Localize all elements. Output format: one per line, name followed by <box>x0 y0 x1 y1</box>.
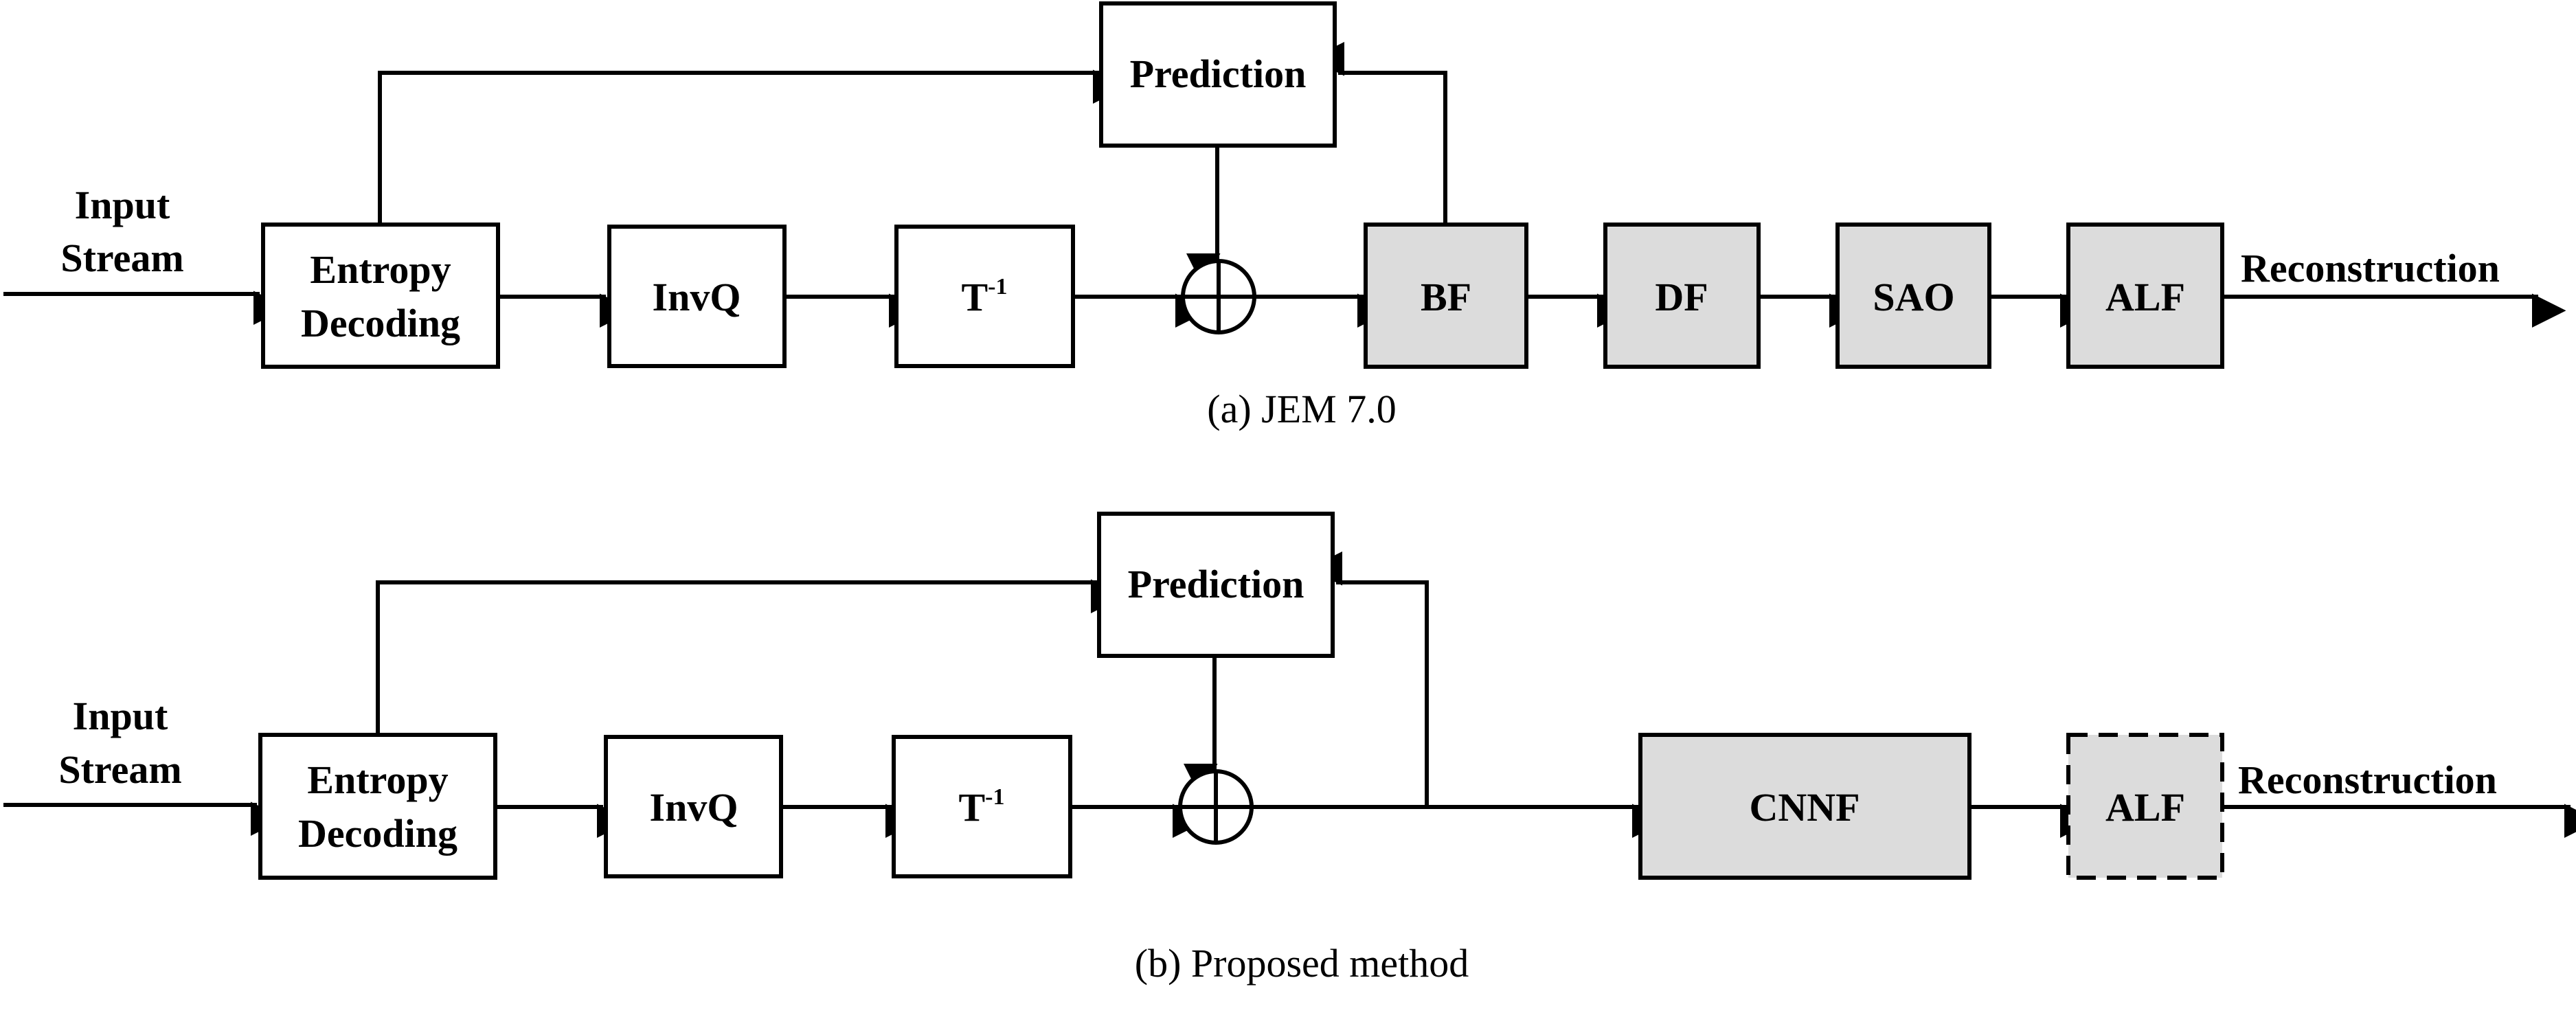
prediction-label-a: Prediction <box>1130 52 1307 96</box>
sao-block-a <box>1835 223 1991 369</box>
arrow-feedback-to-prediction-b <box>1308 551 1429 807</box>
inverse-transform-block-a <box>894 225 1075 368</box>
output-label-b: Reconstruction <box>2238 758 2497 802</box>
diagram-b: Input Stream Entropy Decoding InvQ T-1 P… <box>3 512 2576 986</box>
output-label-a: Reconstruction <box>2241 246 2500 291</box>
invq-label-a: InvQ <box>653 275 741 319</box>
df-block-a <box>1603 223 1761 369</box>
diagram-a: Input Stream Entropy Decoding InvQ T-1 P… <box>3 1 2566 431</box>
alf-label-b: ALF <box>2105 785 2185 830</box>
arrow-entropy-to-prediction-a <box>378 69 1127 225</box>
caption-b: (b) Proposed method <box>1135 941 1469 986</box>
input-label-line2-a: Stream <box>60 236 183 280</box>
entropy-label-line2-b: Decoding <box>298 811 457 856</box>
inverse-transform-label-a: T-1 <box>961 274 1007 319</box>
entropy-label-line1-a: Entropy <box>310 247 451 292</box>
alf-block-a <box>2066 223 2224 369</box>
alf-label-a: ALF <box>2105 275 2185 319</box>
prediction-block-a <box>1099 1 1337 148</box>
adder-b <box>1178 769 1254 845</box>
prediction-block-b <box>1097 512 1335 658</box>
adder-a <box>1181 259 1256 334</box>
entropy-label-line1-b: Entropy <box>307 758 448 802</box>
entropy-label-line2-a: Decoding <box>301 301 460 345</box>
df-label-a: DF <box>1655 275 1708 319</box>
entropy-decoding-block-b <box>258 733 497 880</box>
inverse-transform-block-b <box>892 735 1072 878</box>
invq-block-a <box>607 225 787 368</box>
caption-a: (a) JEM 7.0 <box>1207 387 1396 431</box>
input-label-line1-a: Input <box>75 183 170 227</box>
input-label-line2-b: Stream <box>58 747 181 792</box>
inverse-transform-label-b: T-1 <box>958 784 1004 830</box>
entropy-decoding-block-a <box>261 223 500 369</box>
prediction-label-b: Prediction <box>1128 562 1304 606</box>
bf-label-a: BF <box>1421 275 1471 319</box>
cnnf-label-b: CNNF <box>1749 785 1860 830</box>
arrow-entropy-to-prediction-b <box>376 579 1125 735</box>
input-label-line1-b: Input <box>73 694 168 738</box>
alf-block-b <box>2066 733 2224 880</box>
invq-label-b: InvQ <box>650 785 738 830</box>
sao-label-a: SAO <box>1873 275 1954 319</box>
arrow-bf-to-prediction-a <box>1310 42 1447 225</box>
cnnf-block-b <box>1638 733 1971 880</box>
bf-block-a <box>1364 223 1528 369</box>
invq-block-b <box>604 735 783 878</box>
